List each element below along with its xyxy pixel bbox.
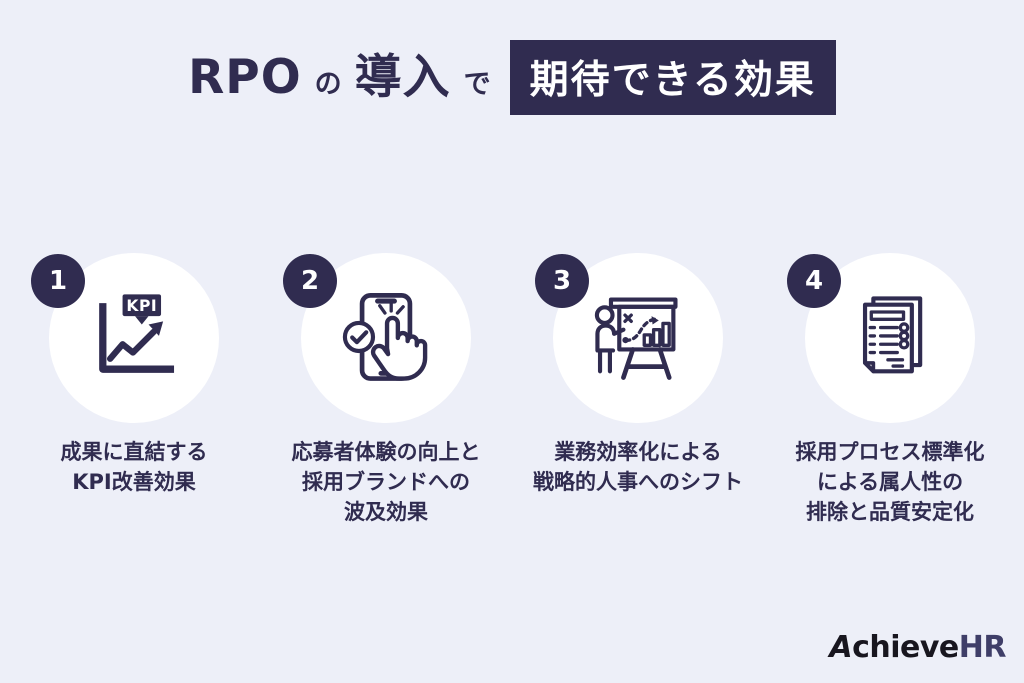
effect-caption-2: 応募者体験の向上と 採用ブランドへの 波及効果	[291, 440, 481, 524]
logo-achieve-text: Achieve	[829, 630, 959, 665]
page-title: RPO の 導入 で 期待できる効果	[0, 38, 1024, 115]
document-checklist-icon	[862, 296, 923, 374]
effect-caption-4: 採用プロセス標準化 による属人性の 排除と品質安定化	[795, 440, 985, 524]
effect-caption-1: 成果に直結する KPI改善効果	[60, 440, 208, 494]
icon-circle-3: 3	[535, 253, 723, 423]
kpi-chart-icon: KPI	[99, 294, 175, 373]
number-badge-2: 2	[283, 254, 337, 308]
effect-caption-3: 業務効率化による 戦略的人事へのシフト	[533, 440, 743, 494]
title-dounyuu: 導入	[354, 50, 451, 105]
phone-tap-icon	[342, 293, 428, 381]
effect-item-1: 1 KPI 成果に直結する KPI改善効果	[8, 253, 260, 527]
title-highlight-box: 期待できる効果	[509, 40, 836, 115]
number-badge-4: 4	[787, 254, 841, 308]
presentation-board-icon	[594, 297, 678, 380]
title-particle-no: の	[314, 69, 342, 100]
effect-item-3: 3 業務効率化による 戦略的人事へのシフト	[512, 253, 764, 527]
effect-item-2: 2 応募者体験の向上と 採用ブランドへの 波及効果	[260, 253, 512, 527]
title-rpo: RPO	[188, 50, 302, 105]
effect-item-4: 4 採用プロセス標準化 による属人性の 排除と品質安定化	[764, 253, 1016, 527]
title-particle-de: で	[463, 69, 491, 100]
kpi-label: KPI	[126, 297, 157, 315]
icon-circle-1: 1 KPI	[31, 253, 219, 423]
icon-circle-2: 2	[283, 253, 471, 423]
number-badge-1: 1	[31, 254, 85, 308]
effects-row: 1 KPI 成果に直結する KPI改善効果 2	[8, 253, 1016, 527]
icon-circle-4: 4	[787, 253, 975, 423]
logo-hr-text: HR	[958, 630, 1007, 665]
number-badge-3: 3	[535, 254, 589, 308]
